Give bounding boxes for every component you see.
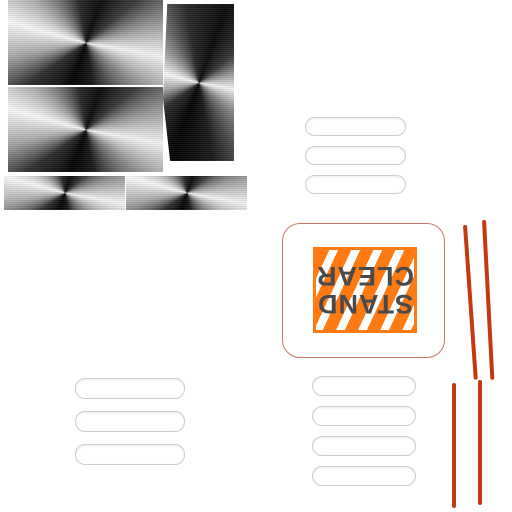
rail-lower-right bbox=[478, 380, 482, 505]
rail-lower-left bbox=[452, 383, 456, 508]
metal-texture-strip-left bbox=[4, 176, 125, 210]
sign-line-clear: CLEAR bbox=[316, 261, 414, 291]
metal-texture-medium bbox=[8, 87, 163, 172]
sign-text: STAND CLEAR bbox=[316, 250, 414, 330]
slot-lower-left-3 bbox=[75, 444, 185, 465]
slot-lower-right-1 bbox=[312, 376, 416, 396]
slot-lower-right-3 bbox=[312, 436, 416, 456]
slot-upper-1 bbox=[305, 117, 406, 136]
metal-texture-tall bbox=[163, 4, 234, 161]
stand-clear-sign: STAND CLEAR bbox=[313, 247, 417, 333]
sign-line-stand: STAND bbox=[317, 289, 413, 319]
slot-upper-3 bbox=[305, 175, 406, 194]
slot-upper-2 bbox=[305, 146, 406, 165]
rail-upper-right bbox=[482, 219, 495, 380]
metal-texture-large bbox=[8, 0, 163, 85]
rail-upper-left bbox=[463, 224, 478, 380]
slot-lower-left-2 bbox=[75, 411, 185, 432]
slot-lower-left-1 bbox=[75, 378, 185, 399]
metal-texture-strip-right bbox=[126, 176, 247, 210]
slot-lower-right-2 bbox=[312, 406, 416, 426]
slot-lower-right-4 bbox=[312, 466, 416, 486]
